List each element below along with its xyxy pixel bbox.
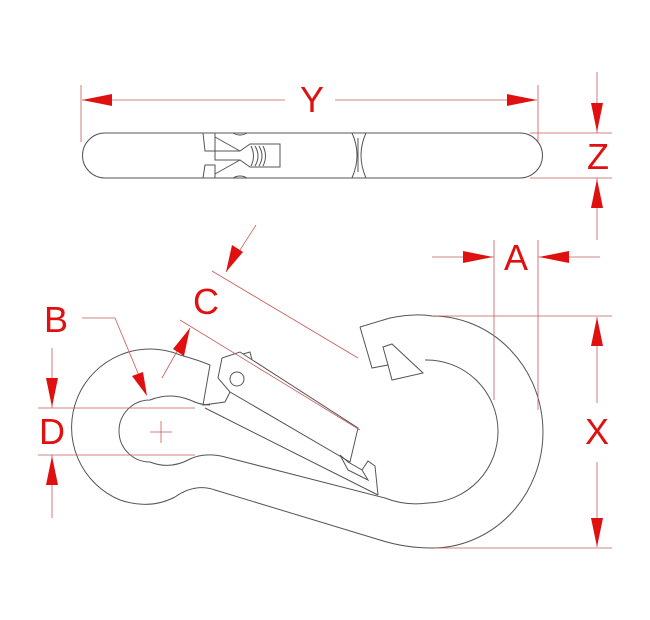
top-view-body [82, 132, 543, 179]
label-x: X [584, 411, 610, 452]
top-view-gate-mechanism [202, 132, 281, 179]
hook-inner-profile [118, 359, 499, 505]
label-a: A [503, 237, 529, 278]
gate-lower-edge [204, 407, 379, 496]
gate-pivot-pin [229, 371, 245, 387]
gate-hinge-flap [242, 351, 253, 361]
eye-center-mark [150, 421, 172, 443]
top-view-joint [351, 132, 367, 179]
label-y: Y [299, 79, 325, 120]
gate-body [217, 351, 359, 463]
dimension-a [432, 240, 600, 410]
dimension-c [161, 224, 361, 431]
label-d: D [39, 411, 65, 452]
top-view [82, 132, 543, 179]
label-z: Z [587, 136, 609, 177]
gate-pivot-tab [202, 364, 231, 406]
top-view-bump-bottom [232, 175, 248, 179]
top-view-gate-wedge [214, 136, 241, 175]
label-c: C [193, 281, 219, 322]
top-view-spring [250, 145, 266, 167]
dimension-d [38, 348, 195, 518]
dimension-x [435, 315, 612, 549]
dimension-b [82, 317, 147, 396]
gate-latch-end [339, 454, 379, 496]
dimension-y [80, 85, 539, 143]
side-view [71, 314, 544, 549]
hook-outer-profile [71, 314, 544, 549]
dimension-z [530, 72, 612, 240]
hook-tip [359, 326, 425, 381]
top-view-bump-top [232, 132, 248, 136]
label-b: B [43, 299, 69, 340]
